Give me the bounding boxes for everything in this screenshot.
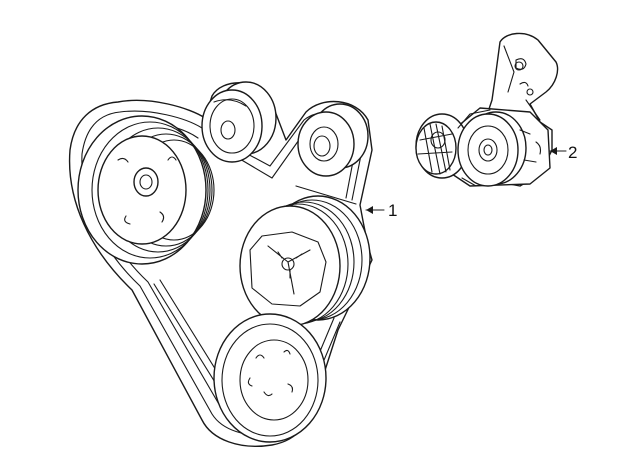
bottom-pulley-rim bbox=[213, 313, 327, 443]
small-idler-rim bbox=[297, 111, 355, 177]
callout-2-number: 2 bbox=[568, 143, 577, 162]
center-pulley-flats bbox=[249, 231, 327, 307]
tensioner-pulley-rim bbox=[457, 113, 519, 187]
accessory-pulley-center bbox=[239, 195, 371, 327]
bracket-bolt-hole bbox=[514, 61, 524, 71]
callout-2-arrowhead bbox=[550, 147, 557, 155]
upper-idler-rim bbox=[201, 89, 263, 163]
crank-pulley-hub bbox=[133, 167, 159, 197]
callout-1-number: 1 bbox=[388, 201, 397, 220]
center-pulley-spokes bbox=[267, 245, 311, 295]
crankshaft-pulley bbox=[77, 115, 215, 265]
callout-1-arrowhead bbox=[366, 206, 373, 214]
callout-1: 1 bbox=[365, 201, 397, 220]
water-pump-pulley bbox=[213, 313, 327, 443]
small-idler-pulley bbox=[297, 103, 369, 177]
callout-2: 2 bbox=[549, 143, 577, 162]
serpentine-belt-assembly[interactable]: 1 bbox=[68, 81, 398, 447]
belt-tensioner-assembly[interactable]: 2 bbox=[415, 32, 577, 187]
upper-idler-pulley bbox=[201, 81, 277, 163]
